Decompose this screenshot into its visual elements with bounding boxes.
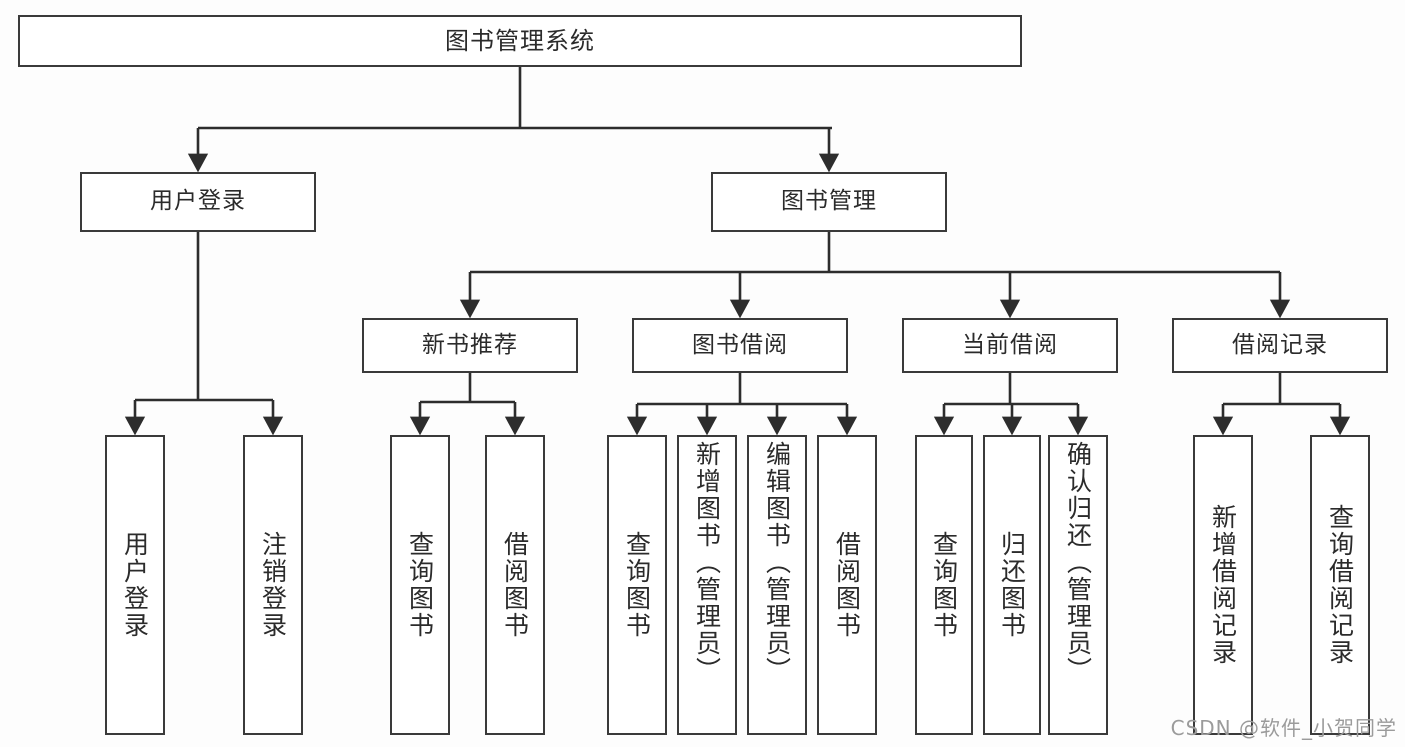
node-leaf-query-book-1-label: 查询图书 [405,531,435,639]
node-leaf-query-book-2[interactable]: 查询图书 [607,435,667,735]
node-leaf-borrow-book-2[interactable]: 借阅图书 [817,435,877,735]
node-leaf-query-record-label: 查询借阅记录 [1325,504,1355,666]
node-book-borrow-label: 图书借阅 [692,331,788,358]
node-root-system[interactable]: 图书管理系统 [18,15,1022,67]
node-book-borrow[interactable]: 图书借阅 [632,318,848,373]
node-leaf-borrow-book-2-label: 借阅图书 [832,531,862,639]
node-leaf-logout-label: 注销登录 [258,531,288,639]
node-leaf-query-record[interactable]: 查询借阅记录 [1310,435,1370,735]
node-current-borrow-label: 当前借阅 [962,331,1058,358]
node-leaf-logout[interactable]: 注销登录 [243,435,303,735]
node-leaf-confirm-return-label: 确认归还（管理员） [1063,441,1093,684]
node-user-login[interactable]: 用户登录 [80,172,316,232]
node-leaf-add-record-label: 新增借阅记录 [1208,504,1238,666]
node-leaf-confirm-return[interactable]: 确认归还（管理员） [1048,435,1108,735]
node-root-label: 图书管理系统 [445,26,595,55]
node-borrow-record[interactable]: 借阅记录 [1172,318,1388,373]
node-current-borrow[interactable]: 当前借阅 [902,318,1118,373]
node-book-manage[interactable]: 图书管理 [711,172,947,232]
node-leaf-add-book[interactable]: 新增图书（管理员） [677,435,737,735]
node-leaf-add-record[interactable]: 新增借阅记录 [1193,435,1253,735]
node-leaf-edit-book-label: 编辑图书（管理员） [762,441,792,684]
node-leaf-user-login-label: 用户登录 [120,531,150,639]
node-leaf-borrow-book-1-label: 借阅图书 [500,531,530,639]
node-leaf-add-book-label: 新增图书（管理员） [692,441,722,684]
node-new-book-rec[interactable]: 新书推荐 [362,318,578,373]
node-leaf-borrow-book-1[interactable]: 借阅图书 [485,435,545,735]
node-leaf-edit-book[interactable]: 编辑图书（管理员） [747,435,807,735]
node-leaf-user-login[interactable]: 用户登录 [105,435,165,735]
node-book-manage-label: 图书管理 [781,188,877,215]
node-leaf-query-book-3-label: 查询图书 [929,531,959,639]
node-leaf-query-book-2-label: 查询图书 [622,531,652,639]
node-leaf-query-book-3[interactable]: 查询图书 [915,435,973,735]
node-leaf-return-book[interactable]: 归还图书 [983,435,1041,735]
node-leaf-query-book-1[interactable]: 查询图书 [390,435,450,735]
node-user-login-label: 用户登录 [150,188,246,215]
node-new-book-rec-label: 新书推荐 [422,331,518,358]
node-leaf-return-book-label: 归还图书 [997,531,1027,639]
csdn-watermark: CSDN @软件_小贺同学 [1170,716,1397,740]
node-borrow-record-label: 借阅记录 [1232,331,1328,358]
